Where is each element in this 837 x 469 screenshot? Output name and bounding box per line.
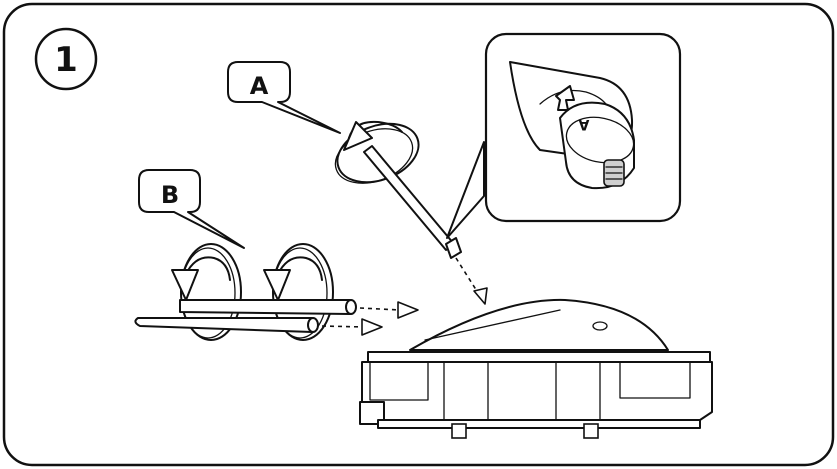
- callout-a: A: [227, 61, 341, 134]
- inset-marking: A: [578, 116, 589, 132]
- part-a-stick: [334, 120, 488, 305]
- part-b-sticks: [134, 243, 419, 341]
- callout-b: B: [138, 169, 245, 249]
- step-badge: 1: [34, 27, 98, 91]
- detail-inset: A: [446, 32, 682, 239]
- callout-a-label: A: [250, 72, 269, 100]
- base-unit: [359, 298, 713, 439]
- step-number: 1: [54, 40, 78, 80]
- callout-b-label: B: [161, 181, 179, 209]
